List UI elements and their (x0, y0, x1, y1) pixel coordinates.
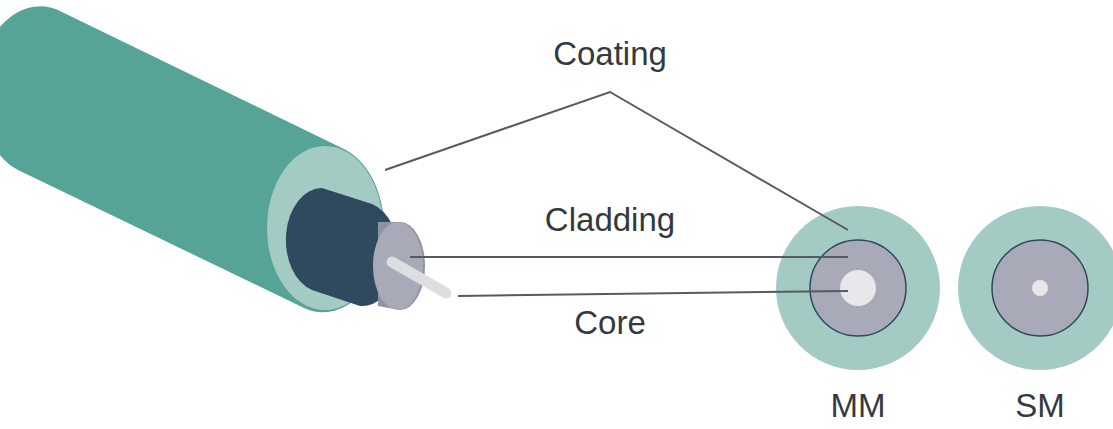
mm-coating (776, 206, 940, 370)
fiber-type-label: MM (831, 388, 886, 424)
part-label: Core (574, 305, 646, 341)
sm-coating (958, 206, 1113, 370)
sm-core (1032, 280, 1048, 296)
mm-cladding (810, 240, 906, 336)
fiber-type-label: SM (1015, 388, 1065, 424)
leader-line (410, 256, 848, 258)
mm-core (840, 270, 876, 306)
core-strand (392, 262, 446, 293)
part-label: Cladding (545, 202, 675, 238)
part-label: Coating (553, 36, 667, 72)
leader-line (458, 291, 848, 296)
sm-cladding (992, 240, 1088, 336)
